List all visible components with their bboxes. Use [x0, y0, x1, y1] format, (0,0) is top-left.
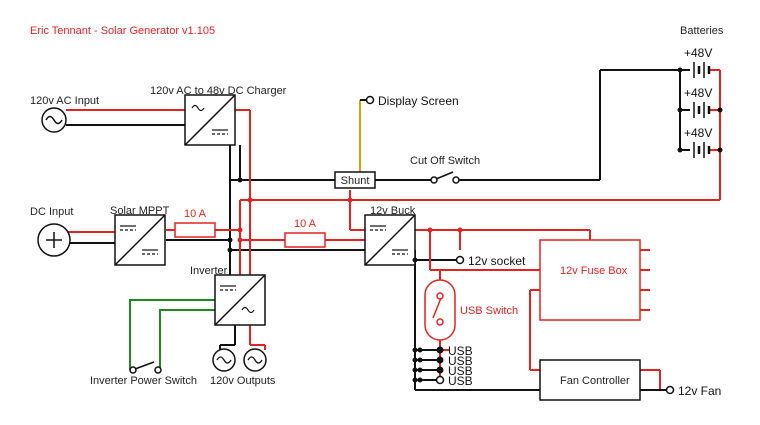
mppt-block: [114, 214, 166, 266]
inverter-switch-label: Inverter Power Switch: [90, 375, 197, 387]
shunt-label: Shunt: [341, 175, 370, 187]
inverter-switch-wires: [129, 299, 215, 370]
battery-3: [693, 142, 711, 158]
usb-label-1: USB: [448, 344, 473, 358]
batteries-label: Batteries: [680, 25, 724, 37]
ac-input-icon: [41, 107, 67, 133]
socket-terminal: [455, 255, 465, 265]
mppt-label: Solar MPPT: [110, 205, 170, 217]
negative-wires: [66, 69, 690, 391]
output-outlet-2: [243, 348, 267, 372]
fuse-box: [539, 239, 641, 321]
battery-1-voltage: +48V: [684, 46, 712, 60]
buck-label: 12v Buck: [370, 205, 416, 217]
usb-switch: [424, 279, 456, 341]
cutoff-label: Cut Off Switch: [410, 155, 480, 167]
fan-terminal: [665, 385, 675, 395]
display-terminal: [365, 95, 375, 105]
inverter-label: Inverter: [190, 265, 228, 277]
usb-label-2: USB: [448, 354, 473, 368]
junction-dots: [227, 67, 723, 383]
usb-label-3: USB: [448, 364, 473, 378]
usb-ports: [417, 346, 445, 385]
battery-1: [693, 62, 711, 78]
charger-block: [184, 94, 236, 146]
usb-label-4: USB: [448, 374, 473, 388]
positive-wires: [66, 69, 721, 390]
fan-controller-box: [539, 359, 641, 401]
fuse-a-label: 10 A: [184, 208, 207, 220]
inverter-power-switch: [129, 361, 162, 374]
battery-2: [693, 102, 711, 118]
diagram-title: Eric Tennant - Solar Generator v1.105: [30, 25, 215, 37]
socket-label: 12v socket: [468, 254, 526, 268]
outputs-label: 120v Outputs: [210, 375, 276, 387]
fan-label: 12v Fan: [678, 384, 721, 398]
inverter-block: [214, 274, 266, 326]
dc-input-label: DC Input: [30, 206, 73, 218]
output-outlet-1: [212, 348, 236, 372]
buck-block: [364, 214, 416, 266]
battery-2-voltage: +48V: [684, 86, 712, 100]
usb-switch-label: USB Switch: [460, 305, 518, 317]
fuse-a: [174, 222, 216, 238]
ac-input-label: 120v AC Input: [30, 95, 99, 107]
display-label: Display Screen: [378, 94, 459, 108]
dc-input-icon: [37, 223, 71, 257]
cutoff-switch: [430, 171, 460, 184]
fuse-b-label: 10 A: [294, 218, 317, 230]
charger-label: 120v AC to 48v DC Charger: [150, 85, 287, 97]
fuse-box-label: 12v Fuse Box: [560, 265, 628, 277]
output-wires: [219, 325, 266, 350]
shunt-block: [334, 171, 376, 189]
fuse-b: [284, 232, 326, 248]
fan-controller-label: Fan Controller: [560, 375, 630, 387]
battery-3-voltage: +48V: [684, 126, 712, 140]
